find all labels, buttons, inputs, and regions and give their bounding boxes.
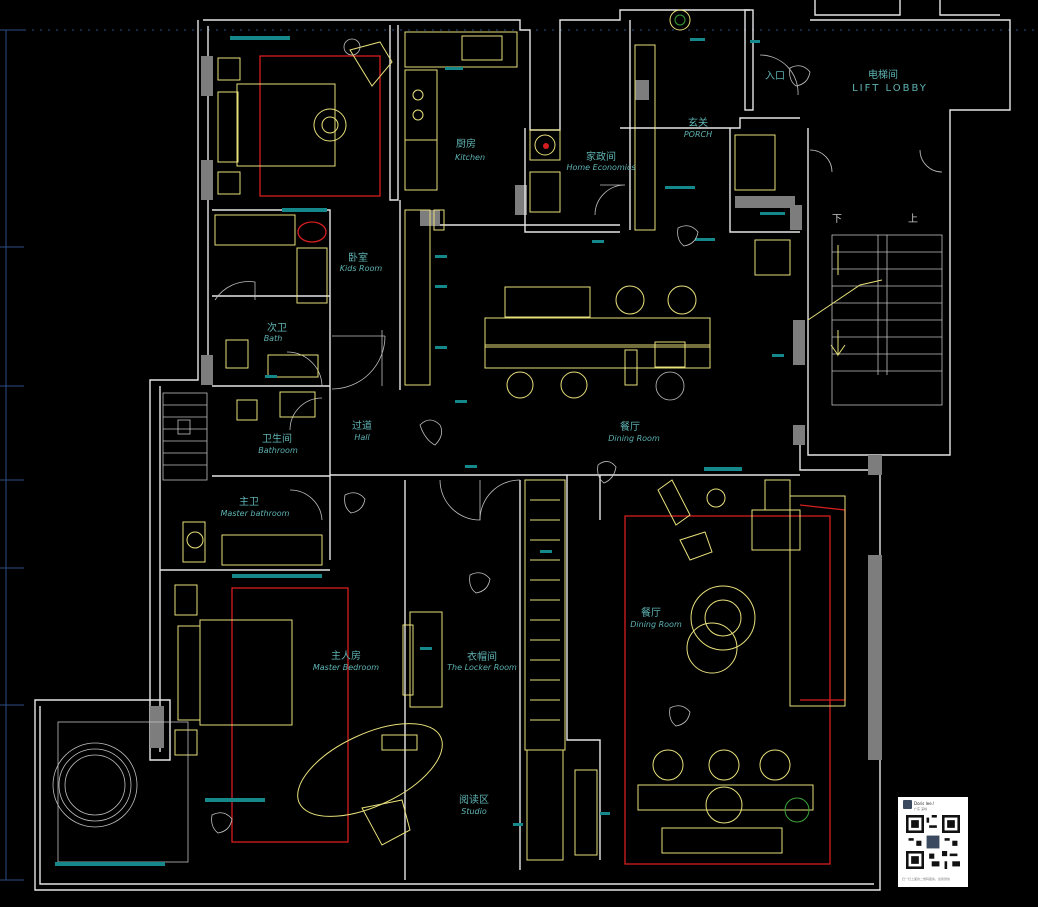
studio-en-label: Studio [461, 807, 487, 816]
porch-cn-label: 玄关 [688, 116, 708, 129]
master-bathroom-en-label: Master bathroom [221, 509, 290, 518]
avatar [903, 800, 912, 809]
rugs [231, 55, 831, 865]
locker-fixtures [402, 479, 598, 861]
kids-wardrobe [214, 214, 328, 304]
kids-room-cn-label: 卧室 [348, 251, 368, 264]
corridor-cabinets [404, 209, 445, 386]
dining-top-en-label: Dining Room [608, 434, 660, 443]
home-economics-cn-label: 家政间 [586, 150, 616, 163]
qr-footer-text: 扫一扫上面的二维码图案，加我微信 [902, 877, 951, 881]
entrance-cn-label: 入口 [765, 71, 785, 82]
structure-columns [150, 56, 882, 760]
room-labels: 厨房 Kitchen 家政间 Home Economics 玄关 PORCH 电… [221, 68, 928, 816]
stair-up-label: 上 [908, 213, 918, 225]
master-bedroom-cn-label: 主人房 [331, 649, 361, 662]
dining-island [484, 285, 711, 401]
qr-code-card: Doris lee.! 广东 深圳 扫一扫上面的二维码图案，加我微信 [898, 797, 968, 887]
bathroom-cn-label: 卫生间 [262, 432, 292, 445]
kids-room-en-label: Kids Room [340, 264, 383, 273]
kitchen-fixtures [404, 31, 561, 213]
kitchen-en-label: Kitchen [455, 153, 485, 162]
master-bathroom-cn-label: 主卫 [239, 496, 259, 508]
interior-walls [160, 20, 800, 880]
home-economics-en-label: Home Economics [566, 163, 635, 172]
second-bath-cn-label: 次卫 [267, 321, 287, 334]
exterior-walls [34, 0, 1011, 891]
hall-cn-label: 过道 [352, 419, 372, 432]
hall-en-label: Hall [354, 433, 370, 442]
bath-fixtures [182, 339, 323, 566]
person-figures [211, 65, 811, 834]
annotation-tags [55, 36, 785, 866]
dimension-lines [0, 29, 1038, 881]
qr-owner-location: 广东 深圳 [914, 807, 927, 811]
locker-room-en-label: The Locker Room [447, 663, 517, 672]
bathroom-en-label: Bathroom [258, 446, 298, 455]
dining-top-cn-label: 餐厅 [620, 420, 640, 433]
staircase [807, 234, 943, 406]
side-stair [162, 392, 208, 481]
door-swings [214, 54, 943, 521]
dining-lower-cn-label: 餐厅 [641, 606, 661, 619]
stair-down-label: 下 [832, 214, 842, 225]
master-bed [174, 584, 443, 846]
qr-code-icon [906, 815, 960, 869]
dining-lower-en-label: Dining Room [630, 620, 682, 629]
locker-room-cn-label: 衣帽间 [467, 650, 497, 663]
lift-lobby-cn-label: 电梯间 [868, 68, 898, 81]
lift-lobby-en-label: LIFT LOBBY [852, 83, 928, 94]
porch-fixtures [634, 9, 791, 276]
master-bedroom-en-label: Master Bedroom [313, 663, 379, 672]
balcony-round-table [52, 721, 189, 863]
second-bath-en-label: Bath [264, 334, 283, 343]
living-furniture [637, 479, 846, 854]
kitchen-cn-label: 厨房 [456, 137, 476, 150]
qr-owner-name: Doris lee.! [914, 801, 935, 806]
studio-cn-label: 阅读区 [459, 793, 489, 806]
porch-en-label: PORCH [684, 130, 712, 139]
kids-bed [217, 38, 393, 195]
